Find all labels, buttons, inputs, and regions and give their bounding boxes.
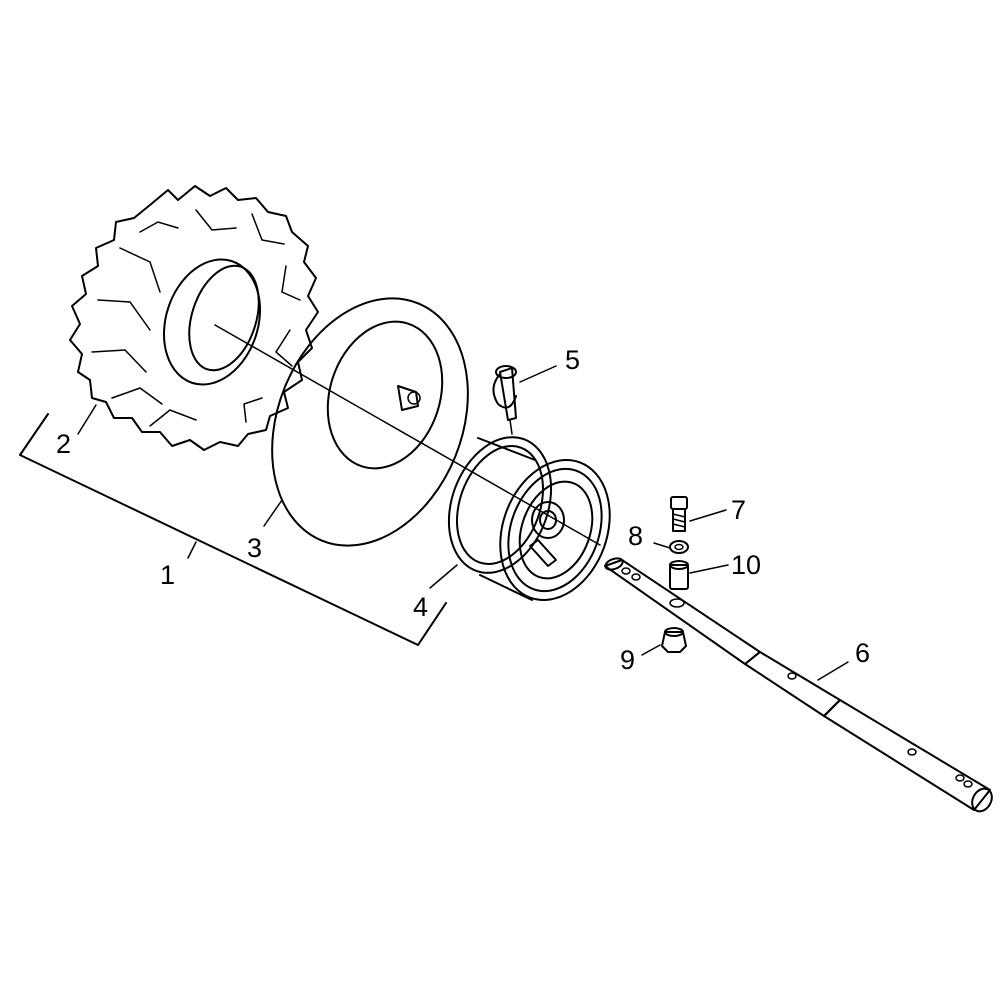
label-part-8: 8 (628, 521, 643, 551)
rim-icon (447, 436, 611, 601)
wheel-assembly-bracket (19, 413, 447, 646)
label-part-3: 3 (247, 533, 262, 563)
nut-icon (661, 627, 687, 653)
label-part-4: 4 (413, 592, 428, 622)
label-part-10: 10 (731, 550, 761, 580)
lynch-pin-icon (492, 365, 517, 435)
inner-tube-icon (271, 297, 469, 547)
spacer-sleeve-icon (669, 560, 689, 608)
label-part-1: 1 (160, 560, 175, 590)
label-part-7: 7 (731, 495, 746, 525)
axle-shaft-icon (604, 557, 993, 813)
label-part-6: 6 (855, 638, 870, 668)
tire-icon (69, 185, 319, 451)
label-part-2: 2 (56, 429, 71, 459)
washer-icon (669, 540, 689, 554)
bolt-icon (670, 496, 688, 532)
label-part-9: 9 (620, 645, 635, 675)
leader-lines (77, 365, 849, 681)
label-part-5: 5 (565, 345, 580, 375)
